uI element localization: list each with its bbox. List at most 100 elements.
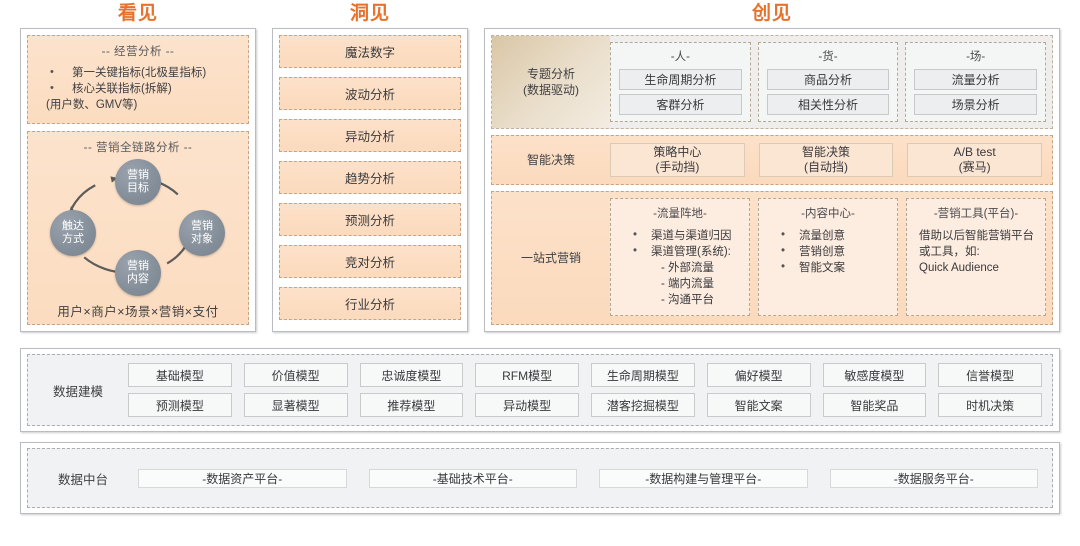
- marketing-chain-heading: -- 营销全链路分析 --: [83, 142, 193, 154]
- panel-chuangjian: 专题分析 (数据驱动) -人- 生命周期分析 客群分析 -货- 商品分析 相关性…: [484, 28, 1060, 332]
- group-marketing-tools: -营销工具(平台)- 借助以后智能营销平台 或工具，如: Quick Audie…: [906, 198, 1046, 316]
- node-label: 营销 内容: [127, 260, 149, 285]
- platform-inner: 数据中台 -数据资产平台- -基础技术平台- -数据构建与管理平台- -数据服务…: [27, 448, 1053, 508]
- model-cell[interactable]: 忠诚度模型: [359, 363, 464, 387]
- topic-analysis-groups: -人- 生命周期分析 客群分析 -货- 商品分析 相关性分析 -场- 流量分析 …: [610, 36, 1052, 128]
- group-body: 流量创意 营销创意 智能文案: [765, 227, 891, 276]
- bullet-item: 渠道与渠道归因: [617, 227, 743, 244]
- analysis-pill[interactable]: 流量分析: [914, 69, 1038, 90]
- column-title-kanjian: 看见: [117, 3, 158, 24]
- model-cell[interactable]: 预测模型: [128, 393, 232, 417]
- business-analysis-heading: -- 经营分析 --: [101, 46, 175, 58]
- analysis-pill[interactable]: 相关性分析: [766, 94, 890, 115]
- item-label: 趋势分析: [344, 172, 395, 186]
- node-reach-method: 触达 方式: [50, 210, 96, 256]
- marketing-cycle-diagram: 营销 目标 营销 对象 营销 内容 触达 方式: [28, 157, 248, 297]
- column-title-chuangjian: 创见: [751, 3, 792, 24]
- item-label: 波动分析: [344, 88, 395, 102]
- node-label: 营销 对象: [191, 220, 213, 245]
- model-cell[interactable]: RFM模型: [475, 363, 579, 387]
- analysis-pill[interactable]: 客群分析: [619, 94, 742, 115]
- model-cell[interactable]: 智能文案: [706, 393, 811, 417]
- marketing-chain-block: -- 营销全链路分析 -- 营销 目标 营销 对象 营销 内容: [27, 131, 249, 325]
- dongjian-item[interactable]: 行业分析: [279, 287, 461, 320]
- decision-chip[interactable]: A/B test (赛马): [907, 143, 1043, 177]
- business-analysis-block: -- 经营分析 -- 第一关键指标(北极星指标) 核心关联指标(拆解) (用户数…: [27, 35, 249, 124]
- dongjian-item[interactable]: 波动分析: [279, 77, 461, 110]
- free-text-line: 或工具，如:: [919, 246, 980, 258]
- model-cell[interactable]: 基础模型: [128, 363, 232, 387]
- item-label: 预测分析: [344, 214, 395, 228]
- node-label: 营销 目标: [127, 169, 149, 194]
- dongjian-item[interactable]: 预测分析: [279, 203, 461, 236]
- platform-cell[interactable]: -基础技术平台-: [368, 468, 577, 488]
- model-cell[interactable]: 信誉模型: [938, 363, 1042, 387]
- model-cell[interactable]: 偏好模型: [706, 363, 811, 387]
- group-heading: -流量阵地-: [653, 208, 707, 220]
- model-cell[interactable]: 推荐模型: [359, 393, 464, 417]
- business-analysis-note: (用户数、GMV等): [46, 99, 138, 111]
- topic-analysis-label: 专题分析 (数据驱动): [492, 36, 610, 128]
- item-label: 异动分析: [344, 130, 395, 144]
- group-scene: -场- 流量分析 场景分析: [905, 42, 1047, 122]
- sub-item: - 外部流量: [661, 262, 715, 274]
- group-traffic-position: -流量阵地- 渠道与渠道归因 渠道管理(系统): - 外部流量 - 端内流量 -…: [610, 198, 750, 316]
- platform-label: 数据中台: [57, 472, 108, 487]
- item-label: 竞对分析: [344, 256, 395, 270]
- analysis-pill[interactable]: 生命周期分析: [619, 69, 742, 90]
- free-text-line: 借助以后智能营销平台: [919, 230, 1034, 242]
- onestop-marketing-groups: -流量阵地- 渠道与渠道归因 渠道管理(系统): - 外部流量 - 端内流量 -…: [610, 192, 1052, 324]
- bullet-item: 渠道管理(系统):: [617, 243, 743, 260]
- model-cell[interactable]: 敏感度模型: [822, 363, 927, 387]
- topic-analysis-row: 专题分析 (数据驱动) -人- 生命周期分析 客群分析 -货- 商品分析 相关性…: [491, 35, 1053, 129]
- node-label: 触达 方式: [62, 220, 84, 245]
- business-analysis-bullets: 第一关键指标(北极星指标) 核心关联指标(拆解) (用户数、GMV等): [28, 64, 248, 113]
- marketing-chain-footer: 用户×商户×场景×营销×支付: [57, 305, 219, 319]
- onestop-marketing-row: 一站式营销 -流量阵地- 渠道与渠道归因 渠道管理(系统): - 外部流量 - …: [491, 191, 1053, 325]
- group-body: 渠道与渠道归因 渠道管理(系统): - 外部流量 - 端内流量 - 沟通平台: [617, 227, 743, 308]
- bullet-item: 核心关联指标(拆解): [42, 80, 248, 97]
- group-heading: -场-: [966, 51, 986, 63]
- platform-cell[interactable]: -数据资产平台-: [138, 468, 347, 488]
- model-cell[interactable]: 智能奖品: [822, 393, 927, 417]
- group-heading: -营销工具(平台)-: [933, 208, 1019, 220]
- model-cell[interactable]: 时机决策: [938, 393, 1042, 417]
- model-cell[interactable]: 价值模型: [243, 363, 348, 387]
- node-marketing-goal: 营销 目标: [115, 159, 161, 205]
- group-body: 借助以后智能营销平台 或工具，如: Quick Audience: [913, 228, 1039, 276]
- group-heading: -人-: [670, 51, 690, 63]
- smart-decision-row: 智能决策 策略中心 (手动挡) 智能决策 (自动挡) A/B test (赛马): [491, 135, 1053, 185]
- platform-cell[interactable]: -数据构建与管理平台-: [599, 468, 808, 488]
- decision-chip[interactable]: 策略中心 (手动挡): [610, 143, 745, 177]
- platform-cell[interactable]: -数据服务平台-: [829, 468, 1038, 488]
- free-text-line: Quick Audience: [919, 262, 999, 274]
- onestop-marketing-label: 一站式营销: [520, 251, 581, 265]
- analysis-pill[interactable]: 场景分析: [914, 94, 1038, 115]
- dongjian-item[interactable]: 竞对分析: [279, 245, 461, 278]
- dongjian-item[interactable]: 趋势分析: [279, 161, 461, 194]
- decision-chip[interactable]: 智能决策 (自动挡): [758, 143, 894, 177]
- smart-decision-chips: 策略中心 (手动挡) 智能决策 (自动挡) A/B test (赛马): [610, 136, 1052, 184]
- dongjian-item[interactable]: 魔法数字: [279, 35, 461, 68]
- group-heading: -货-: [818, 51, 838, 63]
- group-people: -人- 生命周期分析 客群分析: [610, 42, 751, 122]
- sub-item: - 沟通平台: [661, 294, 715, 306]
- model-cell[interactable]: 生命周期模型: [591, 363, 695, 387]
- model-cell[interactable]: 异动模型: [475, 393, 579, 417]
- panel-dongjian: 魔法数字 波动分析 异动分析 趋势分析 预测分析 竞对分析 行业分析: [272, 28, 468, 332]
- model-cell[interactable]: 潜客挖掘模型: [591, 393, 695, 417]
- group-content-center: -内容中心- 流量创意 营销创意 智能文案: [758, 198, 898, 316]
- node-marketing-object: 营销 对象: [179, 210, 225, 256]
- panel-kanjian: -- 经营分析 -- 第一关键指标(北极星指标) 核心关联指标(拆解) (用户数…: [20, 28, 256, 332]
- sub-item: - 端内流量: [661, 278, 715, 290]
- node-marketing-content: 营销 内容: [115, 250, 161, 296]
- bullet-item: 流量创意: [765, 227, 891, 244]
- model-cell[interactable]: 显著模型: [243, 393, 348, 417]
- bullet-item: 营销创意: [765, 243, 891, 260]
- analysis-pill[interactable]: 商品分析: [766, 69, 890, 90]
- group-heading: -内容中心-: [801, 208, 855, 220]
- dongjian-item[interactable]: 异动分析: [279, 119, 461, 152]
- bullet-item: 第一关键指标(北极星指标): [42, 64, 248, 81]
- item-label: 行业分析: [344, 298, 395, 312]
